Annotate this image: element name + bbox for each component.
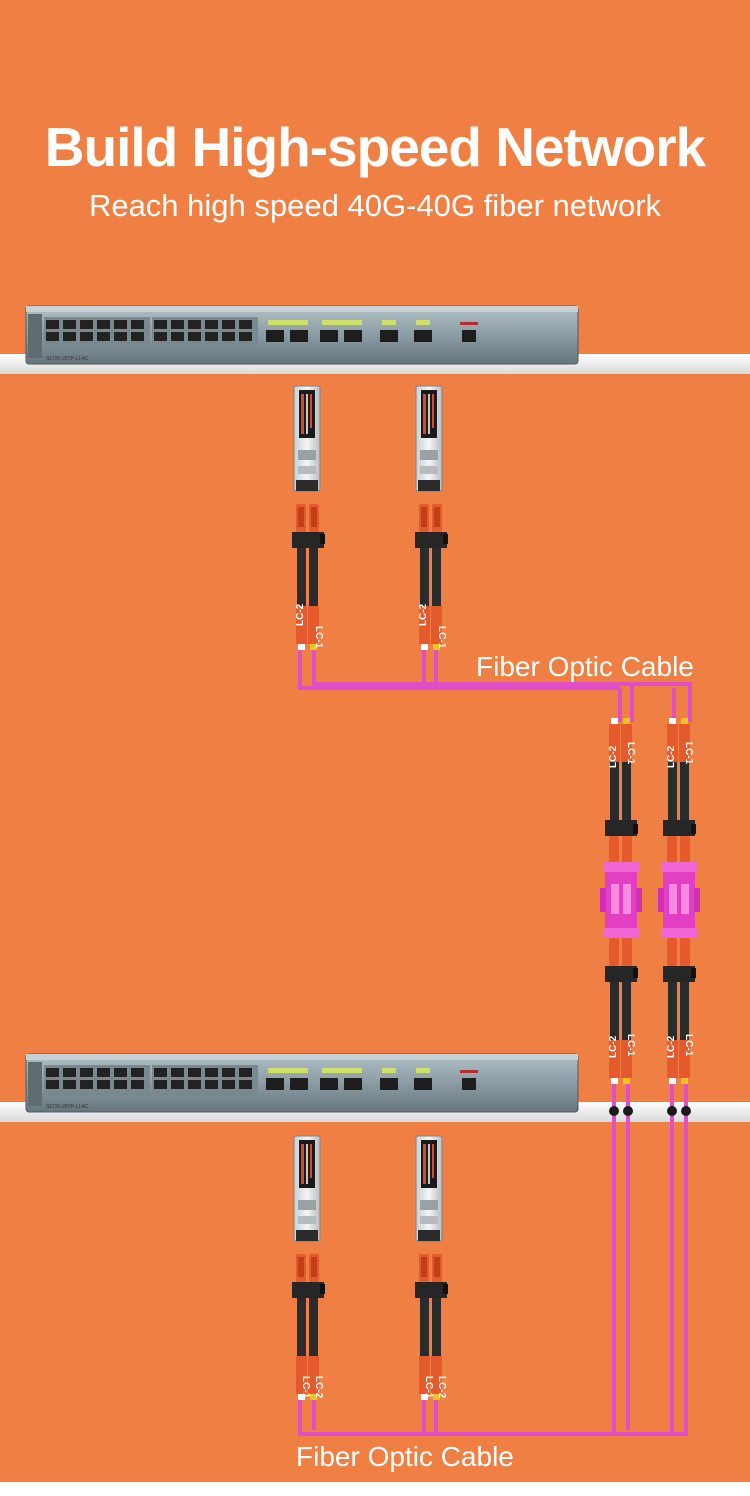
- fiber-adapter-a: [600, 862, 642, 938]
- page-subtitle: Reach high speed 40G-40G fiber network: [0, 186, 750, 226]
- fiber-cable-label-bottom: Fiber Optic Cable: [296, 1440, 514, 1474]
- sfp-module-top-right: [416, 386, 442, 491]
- connector-label: LC-1: [300, 1376, 311, 1399]
- fiber-cable-bottom: [300, 1076, 688, 1434]
- lc-connector-right-upper-b: [663, 718, 696, 864]
- connector-label: LC-1: [625, 1034, 636, 1057]
- connector-labels: LC-2 LC-1 LC-2 LC-1 LC-2 LC-1 LC-2 LC-1 …: [295, 603, 694, 1398]
- connector-label: LC-2: [313, 1376, 324, 1399]
- connector-label: LC-2: [295, 603, 306, 626]
- lc-connector-right-lower-a: [605, 938, 638, 1084]
- connector-label: LC-1: [625, 742, 636, 765]
- sfp-module-bottom-left: [294, 1136, 320, 1241]
- sfp-module-top-left: [294, 386, 320, 491]
- connector-label: LC-1: [423, 1376, 434, 1399]
- switch-model-label-bottom: S5720-28TP-LI-AC: [46, 1104, 89, 1110]
- sfp-module-bottom-right: [416, 1136, 442, 1241]
- connector-label: LC-1: [683, 1034, 694, 1057]
- connector-label: LC-1: [313, 626, 324, 649]
- connector-label: LC-2: [666, 1035, 677, 1058]
- fiber-adapter-b: [658, 862, 700, 938]
- page-title: Build High-speed Network: [0, 112, 750, 182]
- lc-connector-right-upper-a: [605, 718, 638, 864]
- connector-label: LC-2: [436, 1376, 447, 1399]
- connector-label: LC-2: [608, 745, 619, 768]
- network-switch-bottom: S5720-28TP-LI-AC: [26, 1054, 578, 1112]
- connector-label: LC-2: [418, 603, 429, 626]
- lc-connector-right-lower-b: [663, 938, 696, 1084]
- switch-model-label-top: S5720-28TP-LI-AC: [46, 356, 89, 362]
- footer-strip: [0, 1482, 750, 1496]
- connector-label: LC-1: [683, 742, 694, 765]
- connector-label: LC-1: [436, 626, 447, 649]
- connector-label: LC-2: [608, 1035, 619, 1058]
- fiber-cable-label-top: Fiber Optic Cable: [476, 650, 694, 684]
- connector-label: LC-2: [666, 745, 677, 768]
- network-switch-top: S5720-28TP-LI-AC: [26, 306, 578, 364]
